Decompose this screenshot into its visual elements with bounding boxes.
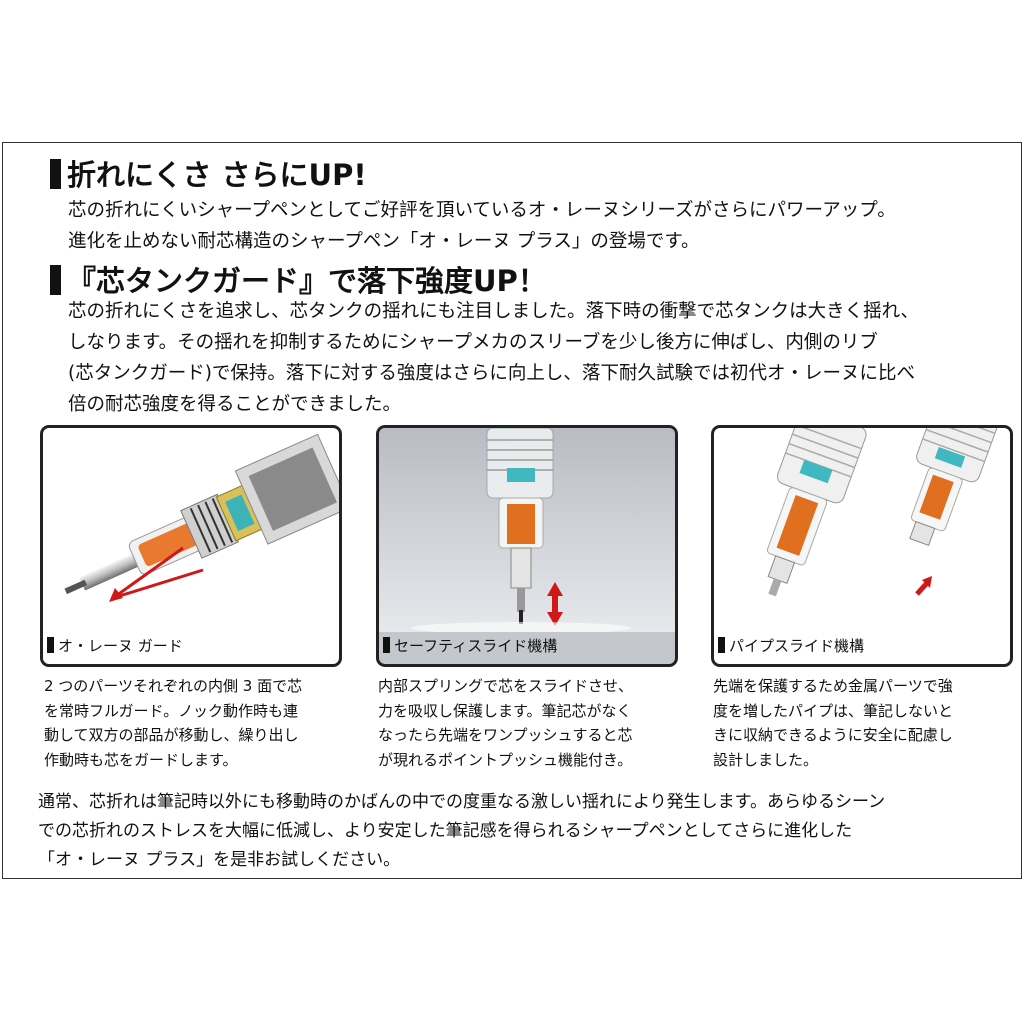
caption-mark-icon [383,637,390,653]
safety-slide-illustration [379,428,675,632]
panel2-desc-line: なったら先端をワンプッシュすると芯 [378,726,633,744]
section1-line-2: 進化を止めない耐芯構造のシャープペン「オ・レーヌ プラス」の登場です。 [68,231,700,252]
panel1-desc-line: 作動時も芯をガードします。 [44,750,238,769]
section1-heading-text: 折れにくさ さらにUP! [67,158,367,192]
content-frame [2,142,1022,879]
section2-line-2: しなります。その揺れを抑制するためにシャープメカのスリーブを少し後方に伸ばし、内… [68,332,878,353]
panel1-caption-text: オ・レーヌ ガード [58,637,183,655]
panel1-desc-line: 動して双方の部品が移動し、繰り出し [44,726,299,744]
caption-mark-icon [47,637,54,653]
heading-bar-icon [50,159,61,189]
section1-line-1: 芯の折れにくいシャープペンとしてご好評を頂いているオ・レーヌシリーズがさらにパワ… [68,200,896,221]
panel2-desc-line: が現れるポイントプッシュ機能付き。 [378,750,633,769]
panel3-caption: パイプスライド機構 [714,629,1010,664]
panel1-desc-line: 2 つのパーツそれぞれの内側 3 面で芯 [44,677,303,695]
footer-line: での芯折れのストレスを大幅に低減し、より安定した筆記感を得られるシャープペンとし… [38,821,853,841]
section2-heading-text: 『芯タンクガード』で落下強度UP！ [67,264,547,298]
section2-heading: 『芯タンクガード』で落下強度UP！ [50,258,547,300]
panel-safety-slide: セーフティスライド機構 [376,425,678,667]
pencil-guard-illustration [64,433,339,602]
panel1-desc-line: を常時フルガード。ノック動作時も連 [44,701,298,720]
panel2-caption-text: セーフティスライド機構 [394,637,558,655]
panel3-caption-text: パイプスライド機構 [729,637,865,655]
panel2-desc-line: 力を吸収し保護します。筆記芯がなく [378,701,632,720]
panel2-description: 内部スプリングで芯をスライドさせ、 力を吸収し保護します。筆記芯がなく なったら… [378,674,633,772]
panel3-desc-line: きに収納できるように安全に配慮し [713,726,953,744]
section2-line-4: 倍の耐芯強度を得ることができました。 [68,394,402,415]
pipe-slide-illustration [766,428,1001,597]
panel3-desc-line: 度を増したパイプは、筆記しないと [713,701,954,720]
section2-line-3: (芯タンクガード)で保持。落下に対する強度はさらに向上し、落下耐久試験では初代オ… [68,363,915,384]
panel-pipe-slide: パイプスライド機構 [711,425,1013,667]
panel2-caption: セーフティスライド機構 [379,629,675,664]
panel1-description: 2 つのパーツそれぞれの内側 3 面で芯 を常時フルガード。ノック動作時も連 動… [44,674,302,772]
footer-line: 「オ・レーヌ プラス」を是非お試しください。 [38,850,401,870]
panel2-desc-line: 内部スプリングで芯をスライドさせ、 [378,677,634,695]
panel-orene-guard: オ・レーヌ ガード [40,425,342,667]
panel3-desc-line: 先端を保護するため金属パーツで強 [713,677,953,695]
footer-line: 通常、芯折れは筆記時以外にも移動時のかばんの中での度重なる激しい揺れにより発生し… [38,792,886,812]
panel1-caption: オ・レーヌ ガード [43,629,339,664]
panel3-description: 先端を保護するため金属パーツで強 度を増したパイプは、筆記しないと きに収納でき… [713,674,953,772]
footer-paragraph: 通常、芯折れは筆記時以外にも移動時のかばんの中での度重なる激しい揺れにより発生し… [38,788,885,875]
caption-mark-icon [718,637,725,653]
panel3-desc-line: 設計しました。 [713,750,819,769]
section1-heading: 折れにくさ さらにUP! [50,152,367,194]
heading-bar-icon [50,265,61,295]
section2-line-1: 芯の折れにくさを追求し、芯タンクの揺れにも注目しました。落下時の衝撃で芯タンクは… [68,301,919,322]
